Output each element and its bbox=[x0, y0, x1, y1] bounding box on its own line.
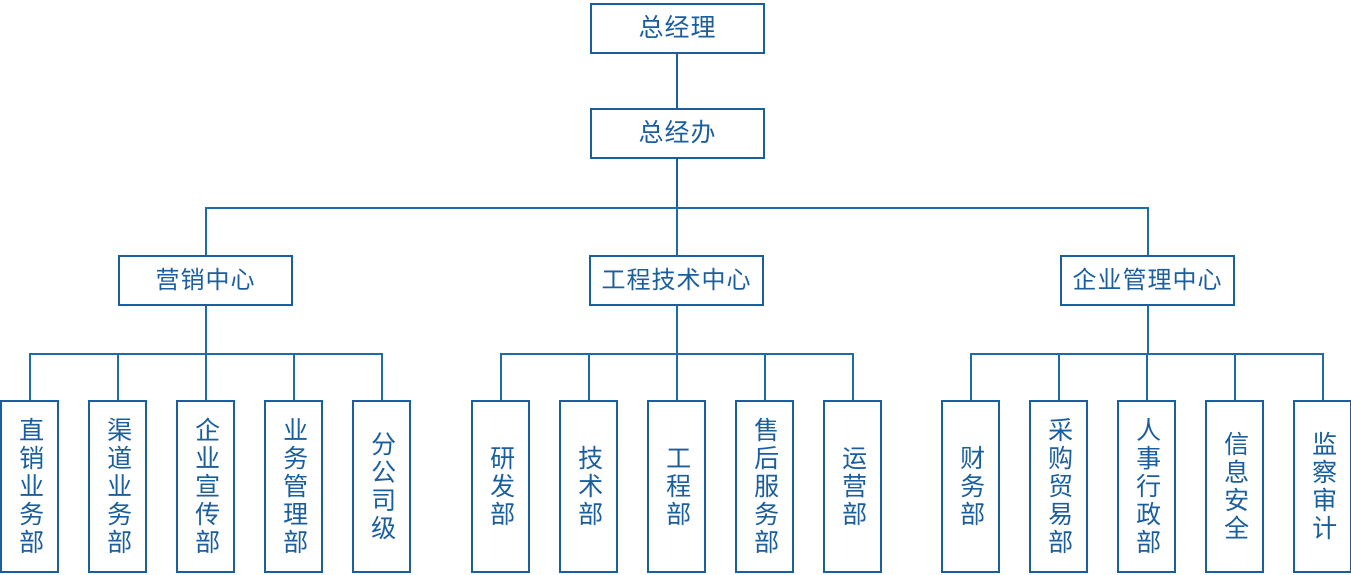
node-general-office[interactable]: 总经办 bbox=[590, 108, 765, 159]
drop-engineering-dept-2 bbox=[588, 353, 590, 400]
drop-marketing-dept-1 bbox=[29, 353, 31, 400]
drop-marketing-dept-4 bbox=[293, 353, 295, 400]
drop-marketing-dept-5 bbox=[381, 353, 383, 400]
drop-management-dept-1 bbox=[970, 353, 972, 400]
drop-engineering-dept-5 bbox=[852, 353, 854, 400]
node-dept-procurement-trade[interactable]: 采购贸易部 bbox=[1029, 400, 1088, 573]
node-dept-after-sales-service[interactable]: 售后服务部 bbox=[735, 400, 794, 573]
node-dept-finance[interactable]: 财务部 bbox=[941, 400, 1000, 573]
node-general-manager[interactable]: 总经理 bbox=[590, 3, 765, 54]
node-center-engineering[interactable]: 工程技术中心 bbox=[589, 255, 764, 306]
drop-management-dept-5 bbox=[1322, 353, 1324, 400]
node-dept-branch-level[interactable]: 分公司级 bbox=[352, 400, 411, 573]
drop-management-dept-4 bbox=[1234, 353, 1236, 400]
drop-engineering-dept-3 bbox=[676, 353, 678, 400]
drop-to-center-management bbox=[1147, 207, 1149, 255]
node-dept-technology[interactable]: 技术部 bbox=[559, 400, 618, 573]
drop-engineering-dept-1 bbox=[500, 353, 502, 400]
drop-management-dept-2 bbox=[1058, 353, 1060, 400]
connector-management-stem bbox=[1147, 306, 1149, 353]
connector-marketing-stem bbox=[205, 306, 207, 353]
node-dept-channel-sales[interactable]: 渠道业务部 bbox=[88, 400, 147, 573]
drop-marketing-dept-3 bbox=[205, 353, 207, 400]
node-center-marketing[interactable]: 营销中心 bbox=[118, 255, 293, 306]
drop-management-dept-3 bbox=[1146, 353, 1148, 400]
node-dept-information-security[interactable]: 信息安全 bbox=[1205, 400, 1264, 573]
node-dept-research-development[interactable]: 研发部 bbox=[471, 400, 530, 573]
node-dept-engineering[interactable]: 工程部 bbox=[647, 400, 706, 573]
node-dept-direct-sales[interactable]: 直销业务部 bbox=[0, 400, 59, 573]
drop-marketing-dept-2 bbox=[117, 353, 119, 400]
drop-to-center-marketing bbox=[205, 207, 207, 255]
connector-root-to-office bbox=[676, 54, 678, 108]
node-center-management[interactable]: 企业管理中心 bbox=[1060, 255, 1235, 306]
node-dept-corporate-publicity[interactable]: 企业宣传部 bbox=[176, 400, 235, 573]
drop-to-center-engineering bbox=[676, 207, 678, 255]
connector-engineering-stem bbox=[676, 306, 678, 353]
drop-engineering-dept-4 bbox=[764, 353, 766, 400]
node-dept-business-management[interactable]: 业务管理部 bbox=[264, 400, 323, 573]
node-dept-supervision-audit[interactable]: 监察审计 bbox=[1293, 400, 1351, 573]
connector-office-to-bus bbox=[676, 159, 678, 207]
node-dept-hr-administration[interactable]: 人事行政部 bbox=[1117, 400, 1176, 573]
node-dept-operations[interactable]: 运营部 bbox=[823, 400, 882, 573]
